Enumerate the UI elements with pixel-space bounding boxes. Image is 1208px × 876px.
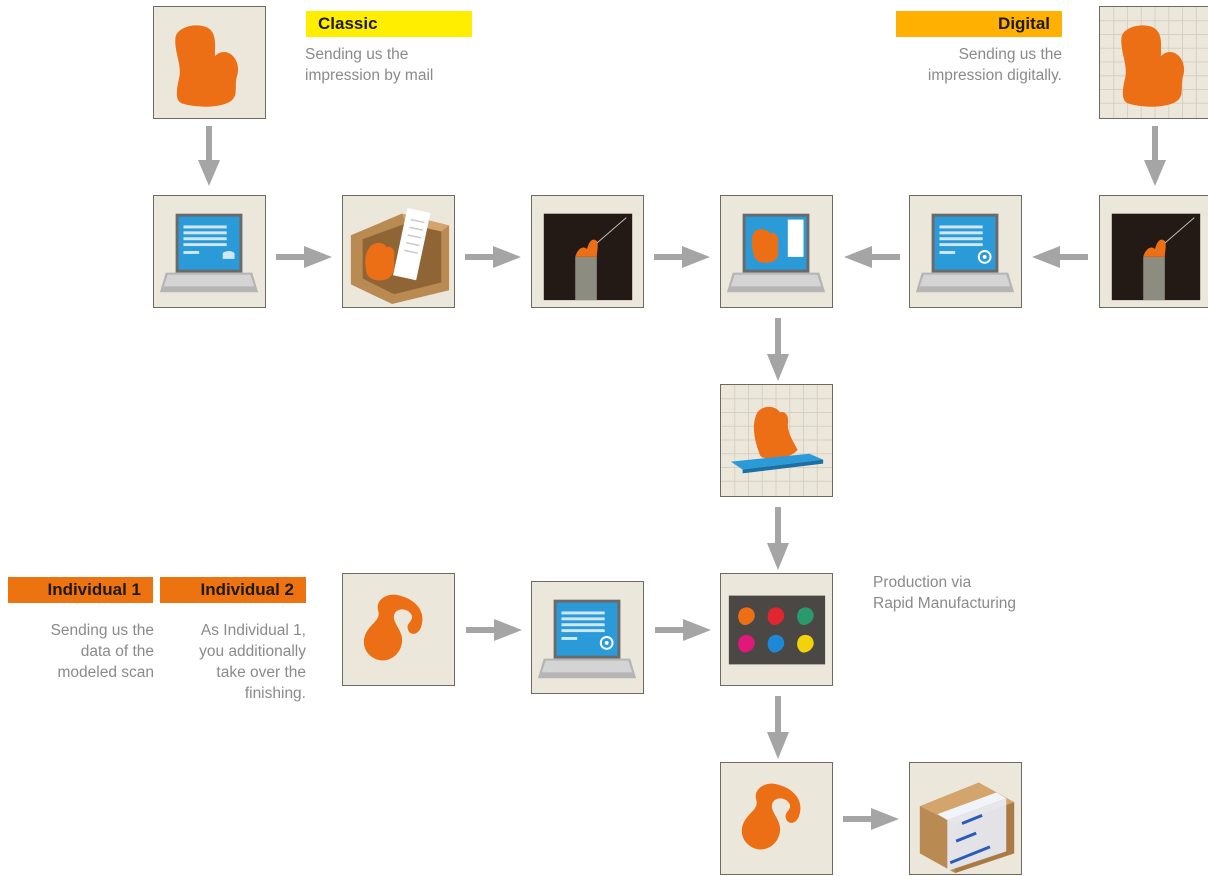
shipping-box-tile <box>342 195 455 308</box>
sealed-package-tile <box>909 762 1022 875</box>
model-laptop-tile <box>720 195 833 308</box>
classic-label: Classic <box>306 11 472 37</box>
arrow-right-6 <box>843 808 899 830</box>
laptop-email-icon <box>537 599 637 679</box>
digital-impression-tile <box>1099 6 1208 119</box>
arrow-right-4 <box>466 619 522 641</box>
individual1-label: Individual 1 <box>8 577 153 603</box>
individual2-label: Individual 2 <box>160 577 306 603</box>
email-laptop-tile-top <box>909 195 1022 308</box>
impression-shape-icon <box>175 25 239 107</box>
digital-description: Sending us the impression digitally. <box>927 46 1062 84</box>
ear-shell-tile-individual <box>342 573 455 686</box>
arrow-down-center-1 <box>767 318 789 381</box>
arrow-down-classic <box>198 126 220 186</box>
arrow-left-2 <box>1032 246 1088 268</box>
arrow-right-2 <box>465 246 521 268</box>
arrow-down-digital <box>1144 126 1166 186</box>
ear-shell-icon <box>741 783 801 850</box>
arrow-right-5 <box>655 619 711 641</box>
ear-shell-icon <box>363 594 423 661</box>
arrow-right-3 <box>654 246 710 268</box>
individual2-description: As Individual 1, you additionally take o… <box>199 622 306 702</box>
classic-description: Sending us the impression by mail <box>305 46 434 84</box>
scanner-tile-digital <box>1099 195 1208 308</box>
shipping-box-icon <box>350 208 450 305</box>
arrow-right-1 <box>276 246 332 268</box>
laptop-order-form-icon <box>159 213 259 293</box>
individual1-description: Sending us the data of the modeled scan <box>50 622 154 681</box>
rapid-prototype-icon <box>721 385 832 496</box>
rapid-prototype-icon <box>1100 7 1208 118</box>
laptop-3d-model-icon <box>726 213 826 293</box>
digital-label: Digital <box>896 11 1062 37</box>
scanner-icon <box>1111 213 1201 301</box>
email-laptop-tile-bottom <box>531 581 644 694</box>
scanner-tile-classic <box>531 195 644 308</box>
colored-shells-tray-icon <box>728 595 826 665</box>
colored-shells-tile <box>720 573 833 686</box>
ear-shell-tile-final <box>720 762 833 875</box>
arrow-down-center-2 <box>767 507 789 570</box>
laptop-email-icon <box>915 213 1015 293</box>
classic-impression-tile <box>153 6 266 119</box>
sealed-package-icon <box>919 782 1015 874</box>
arrow-left-1 <box>844 246 900 268</box>
order-form-laptop-tile <box>153 195 266 308</box>
production-description: Production via Rapid Manufacturing <box>873 574 1017 612</box>
arrow-down-center-3 <box>767 696 789 759</box>
scanner-icon <box>543 213 633 301</box>
rapid-prototype-tile <box>720 384 833 497</box>
